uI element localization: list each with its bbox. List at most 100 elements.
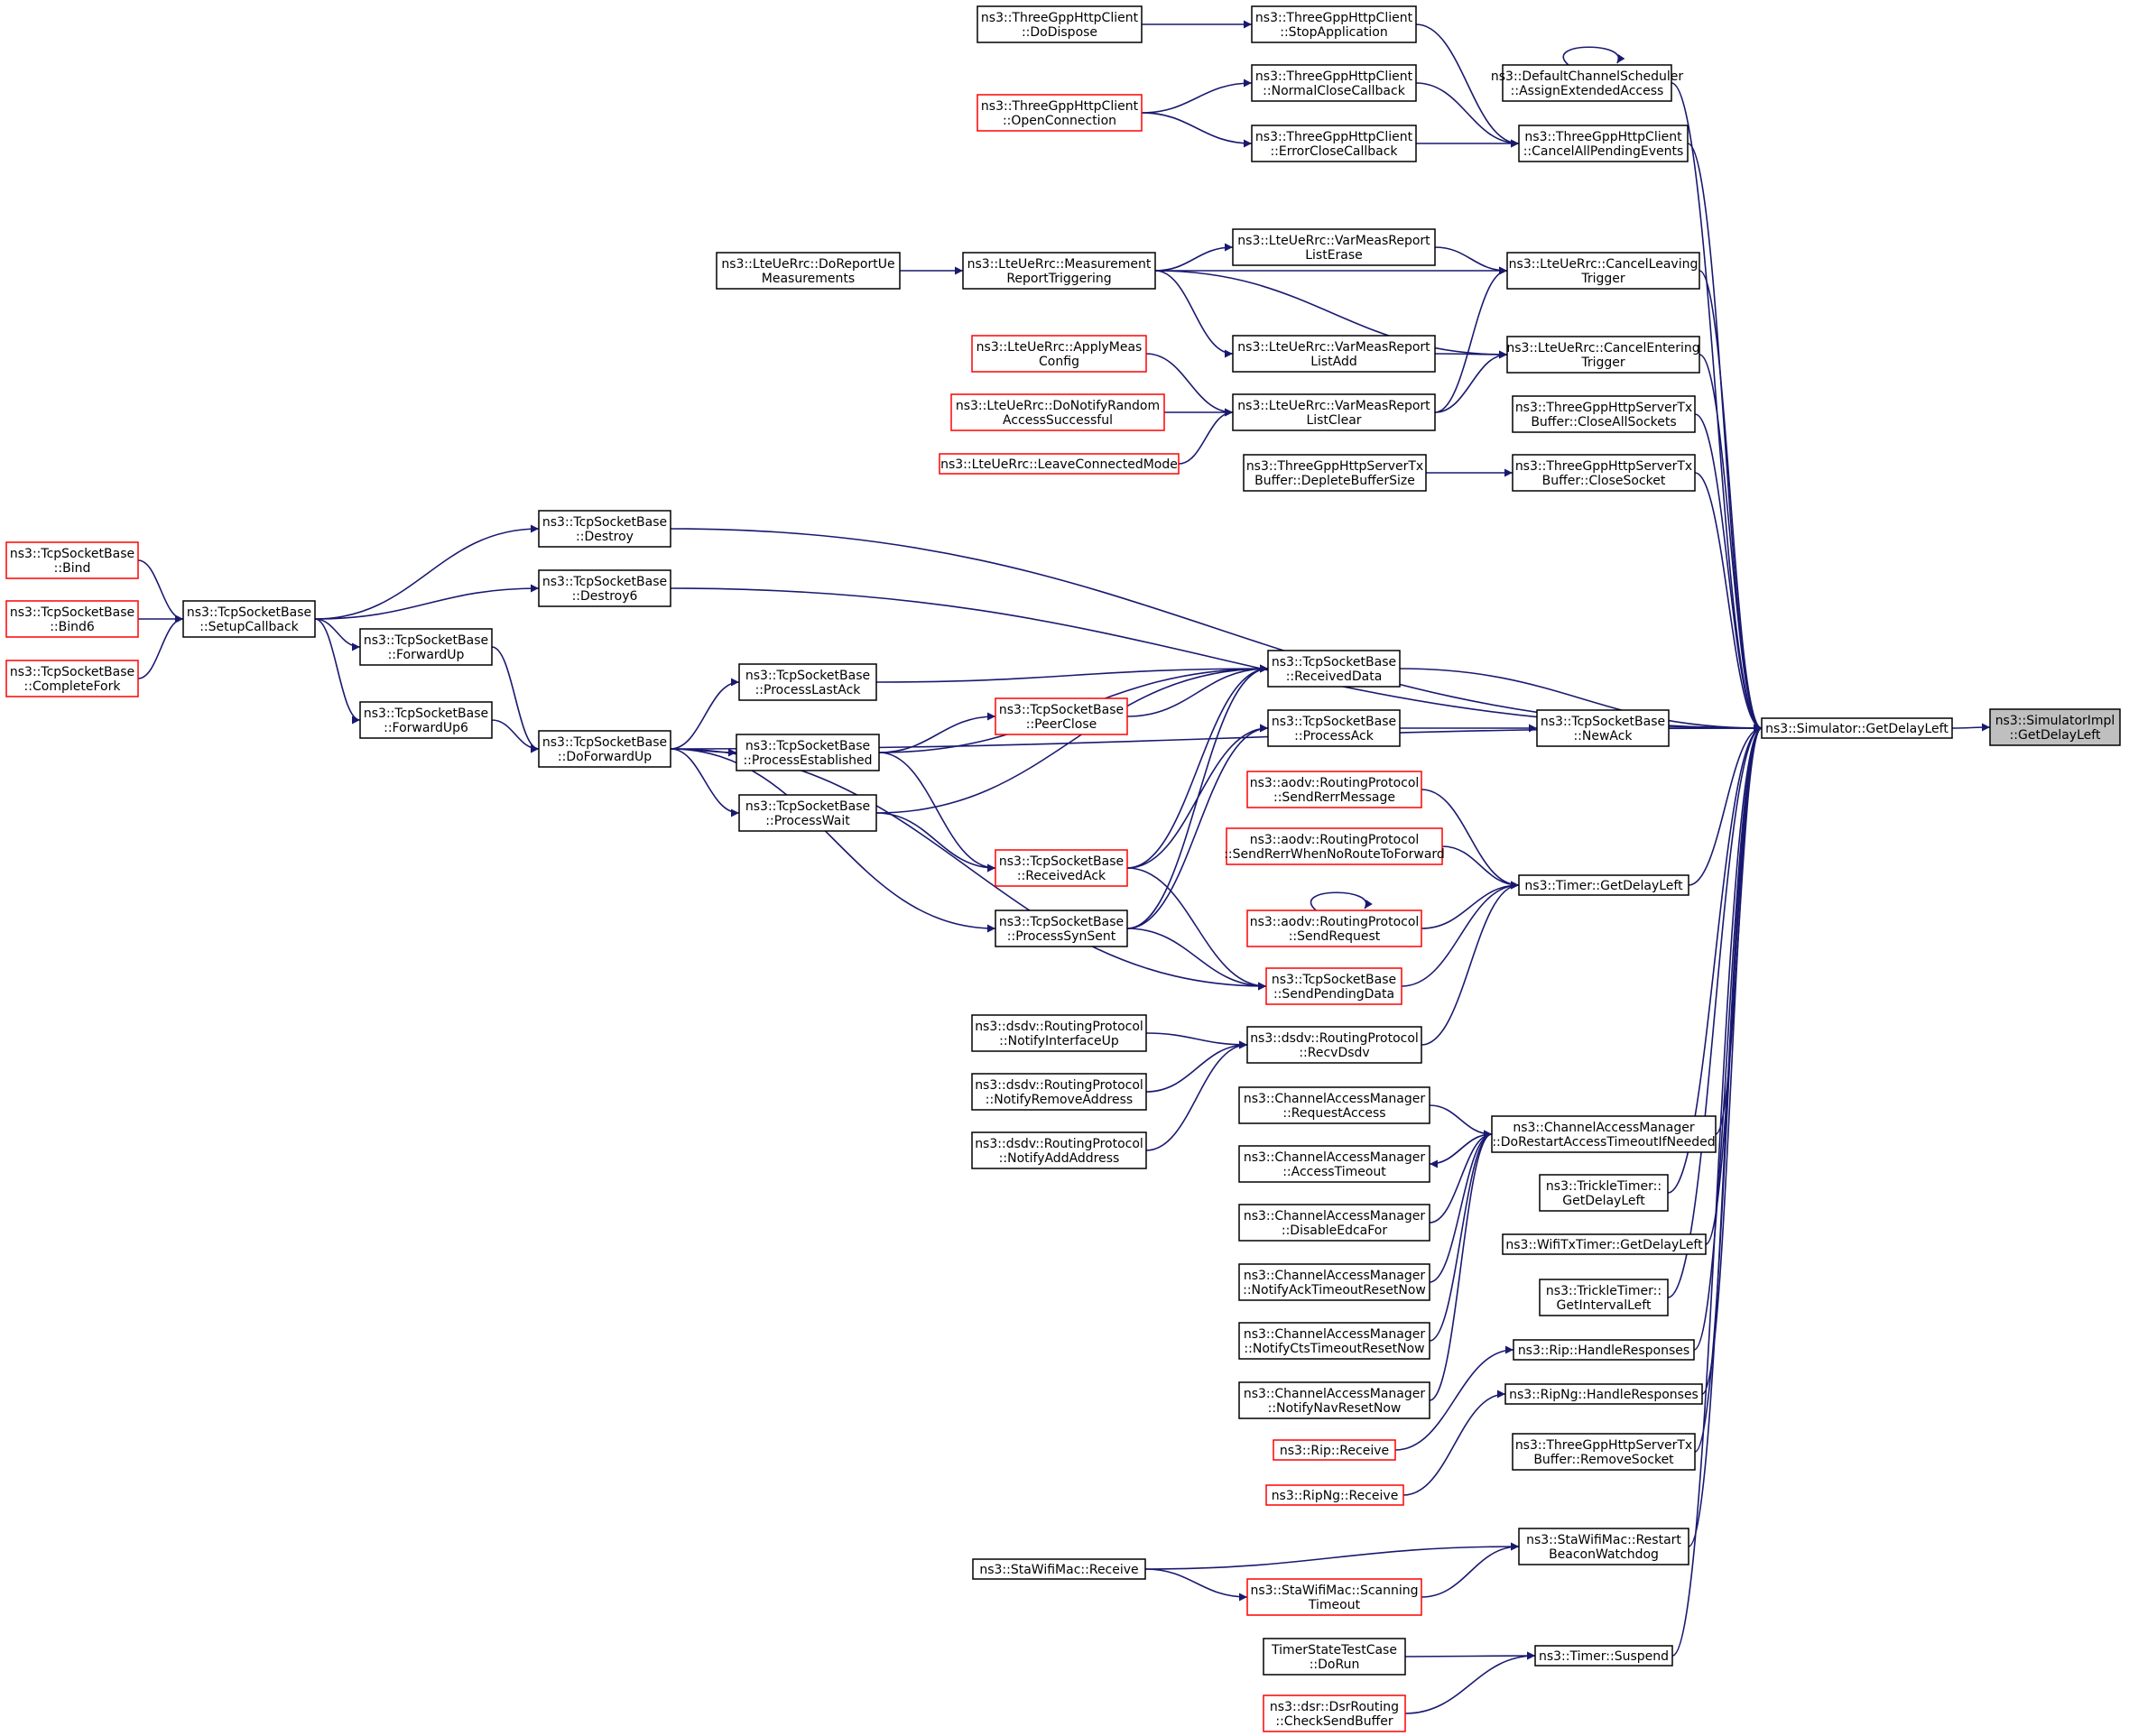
node-ns3-wifitxtimer-getdelayleft[interactable]: ns3::WifiTxTimer::GetDelayLeft [1502,1233,1707,1255]
node-ns3-threegpphttpclient-normalclosecallback[interactable]: ns3::ThreeGppHttpClient::NormalCloseCall… [1251,64,1417,102]
node-ns3-channelaccessmanager-notifyacktimeoutresetnow[interactable]: ns3::ChannelAccessManager::NotifyAckTime… [1238,1263,1430,1301]
node-ns3-tcpsocketbase-completefork[interactable]: ns3::TcpSocketBase::CompleteFork [5,660,139,697]
node-ns3-tcpsocketbase-processlastack[interactable]: ns3::TcpSocketBase::ProcessLastAck [738,663,877,701]
node-box [962,252,1156,290]
node-ns3-tcpsocketbase-forwardup[interactable]: ns3::TcpSocketBase::ForwardUp [359,628,493,666]
node-label: Buffer::DepleteBufferSize [1254,474,1415,488]
node-ns3-tcpsocketbase-processwait[interactable]: ns3::TcpSocketBase::ProcessWait [738,794,877,832]
node-ns3-tcpsocketbase-processestablished[interactable]: ns3::TcpSocketBase::ProcessEstablished [736,734,880,771]
node-ns3-timer-getdelayleft[interactable]: ns3::Timer::GetDelayLeft [1518,874,1689,896]
node-label: ::SendRerrWhenNoRouteToForward [1224,847,1445,862]
call-edge [1688,724,1763,1547]
call-edge [1145,353,1234,417]
node-ns3-channelaccessmanager-dorestartaccesstimeoutifneeded[interactable]: ns3::ChannelAccessManager::DoRestartAcce… [1491,1115,1717,1153]
node-ns3-channelaccessmanager-notifyctstimeoutresetnow[interactable]: ns3::ChannelAccessManager::NotifyCtsTime… [1238,1322,1430,1360]
node-ns3-tcpsocketbase-setupcallback[interactable]: ns3::TcpSocketBase::SetupCallback [182,600,316,638]
call-edge-path [878,752,996,873]
node-ns3-dsdv-routingprotocol-notifyaddaddress[interactable]: ns3::dsdv::RoutingProtocol::NotifyAddAdd… [971,1131,1147,1169]
node-ns3-dsdv-routingprotocol-recvdsdv[interactable]: ns3::dsdv::RoutingProtocol::RecvDsdv [1246,1026,1422,1064]
node-ns3-tcpsocketbase-peerclose[interactable]: ns3::TcpSocketBase::PeerClose [995,697,1128,735]
node-ns3-tcpsocketbase-doforwardup[interactable]: ns3::TcpSocketBase::DoForwardUp [538,730,671,768]
node-ns3-defaultchannelscheduler-assignextendedaccess[interactable]: ns3::DefaultChannelScheduler::AssignExte… [1491,64,1683,102]
node-ns3-tcpsocketbase-processack[interactable]: ns3::TcpSocketBase::ProcessAck [1267,709,1401,747]
node-ns3-dsdv-routingprotocol-notifyremoveaddress[interactable]: ns3::dsdv::RoutingProtocol::NotifyRemove… [971,1073,1147,1111]
node-ns3-channelaccessmanager-notifynavresetnow[interactable]: ns3::ChannelAccessManager::NotifyNavRese… [1238,1381,1430,1419]
node-ns3-tcpsocketbase-processsynsent[interactable]: ns3::TcpSocketBase::ProcessSynSent [995,910,1128,947]
node-ns3-threegpphttpclient-dodispose[interactable]: ns3::ThreeGppHttpClient::DoDispose [977,5,1143,43]
node-ns3-ripng-receive[interactable]: ns3::RipNg::Receive [1265,1484,1404,1506]
node-ns3-rip-handleresponses[interactable]: ns3::Rip::HandleResponses [1513,1339,1695,1361]
node-label: ns3::LteUeRrc::CancelEntering [1506,341,1699,356]
node-label: ::CheckSendBuffer [1275,1714,1393,1729]
call-edge-path [1688,724,1763,886]
node-ns3-tcpsocketbase-forwardup6[interactable]: ns3::TcpSocketBase::ForwardUp6 [359,701,493,739]
call-edge-path [1141,112,1253,148]
node-label: ns3::dsr::DsrRouting [1270,1700,1399,1714]
node-ns3-tcpsocketbase-bind[interactable]: ns3::TcpSocketBase::Bind [5,541,139,579]
node-label: ns3::TcpSocketBase [364,633,488,648]
node-ns3-threegpphttpclient-cancelallpendingevents[interactable]: ns3::ThreeGppHttpClient::CancelAllPendin… [1518,125,1689,162]
node-ns3-lteuerrc-donotifyrandomaccesssuccessful[interactable]: ns3::LteUeRrc::DoNotifyRandomAccessSucce… [950,393,1165,431]
node-ns3-threegpphttpservertxbuffer-closesocket[interactable]: ns3::ThreeGppHttpServerTxBuffer::CloseSo… [1512,454,1696,492]
node-label: ListClear [1306,413,1361,428]
node-ns3-timer-suspend[interactable]: ns3::Timer::Suspend [1534,1645,1673,1667]
node-label: ::CompleteFork [24,679,122,694]
node-ns3-trickletimer-getintervalleft[interactable]: ns3::TrickleTimer::GetIntervalLeft [1539,1279,1669,1316]
node-ns3-aodv-routingprotocol-sendrerrmessage[interactable]: ns3::aodv::RoutingProtocol::SendRerrMess… [1246,771,1422,808]
node-ns3-channelaccessmanager-requestaccess[interactable]: ns3::ChannelAccessManager::RequestAccess [1238,1086,1430,1124]
call-edge [1434,266,1508,413]
node-ns3-lteuerrc-measurementreporttriggering[interactable]: ns3::LteUeRrc::MeasurementReportTriggeri… [962,252,1156,290]
node-box [1518,125,1689,162]
call-edge-path [1434,266,1508,413]
node-ns3-dsdv-routingprotocol-notifyinterfaceup[interactable]: ns3::dsdv::RoutingProtocol::NotifyInterf… [971,1014,1147,1052]
node-ns3-tcpsocketbase-destroy[interactable]: ns3::TcpSocketBase::Destroy [538,510,671,548]
node-ns3-tcpsocketbase-newack[interactable]: ns3::TcpSocketBase::NewAck [1536,709,1670,747]
node-box [1232,228,1436,266]
node-ns3-threegpphttpclient-errorclosecallback[interactable]: ns3::ThreeGppHttpClient::ErrorCloseCallb… [1251,125,1417,162]
node-ns3-stawifimac-receive[interactable]: ns3::StaWifiMac::Receive [972,1558,1146,1580]
node-ns3-threegpphttpclient-openconnection[interactable]: ns3::ThreeGppHttpClient::OpenConnection [977,94,1143,132]
node-timerstatetestcase-dorun[interactable]: TimerStateTestCase::DoRun [1263,1638,1406,1676]
node-ns3-aodv-routingprotocol-sendrequest[interactable]: ns3::aodv::RoutingProtocol::SendRequest [1246,910,1422,947]
call-edge-path [491,646,540,753]
node-ns3-trickletimer-getdelayleft[interactable]: ns3::TrickleTimer::GetDelayLeft [1539,1174,1669,1212]
node-ns3-simulatorimpl-getdelayleft[interactable]: ns3::SimulatorImpl::GetDelayLeft [1989,708,2121,746]
node-ns3-tcpsocketbase-receivedack[interactable]: ns3::TcpSocketBase::ReceivedAck [995,849,1128,887]
node-ns3-channelaccessmanager-disableedcafor[interactable]: ns3::ChannelAccessManager::DisableEdcaFo… [1238,1204,1430,1242]
node-ns3-threegpphttpclient-stopapplication[interactable]: ns3::ThreeGppHttpClient::StopApplication [1251,5,1417,43]
node-ns3-tcpsocketbase-bind6[interactable]: ns3::TcpSocketBase::Bind6 [5,600,139,638]
node-ns3-tcpsocketbase-sendpendingdata[interactable]: ns3::TcpSocketBase::SendPendingData [1265,967,1402,1005]
node-box [1267,709,1401,747]
node-ns3-threegpphttpservertxbuffer-depletebuffersize[interactable]: ns3::ThreeGppHttpServerTxBuffer::Deplete… [1243,454,1427,492]
node-box [1238,1381,1430,1419]
node-ns3-tcpsocketbase-receiveddata[interactable]: ns3::TcpSocketBase::ReceivedData [1267,650,1401,688]
node-ns3-tcpsocketbase-destroy6[interactable]: ns3::TcpSocketBase::Destroy6 [538,569,671,607]
node-ns3-threegpphttpservertxbuffer-removesocket[interactable]: ns3::ThreeGppHttpServerTxBuffer::RemoveS… [1512,1433,1696,1471]
node-box [971,1131,1147,1169]
node-box [1534,1645,1673,1667]
node-label: ns3::ChannelAccessManager [1244,1150,1426,1165]
node-ns3-dsr-dsrrouting-checksendbuffer[interactable]: ns3::dsr::DsrRouting::CheckSendBuffer [1263,1694,1406,1732]
node-ns3-ripng-handleresponses[interactable]: ns3::RipNg::HandleResponses [1504,1383,1703,1405]
node-label: ::PeerClose [1026,717,1097,732]
node-label: ns3::LteUeRrc::Measurement [967,257,1152,272]
node-label: ::DoDispose [1022,25,1097,40]
node-label: ns3::dsdv::RoutingProtocol [975,1137,1143,1151]
node-ns3-aodv-routingprotocol-sendrerrwhennoroutetoforward[interactable]: ns3::aodv::RoutingProtocol::SendRerrWhen… [1224,827,1445,865]
node-ns3-rip-receive[interactable]: ns3::Rip::Receive [1273,1439,1396,1461]
call-edge [1144,1568,1248,1602]
node-ns3-simulator-getdelayleft[interactable]: ns3::Simulator::GetDelayLeft [1761,717,1953,739]
call-edge [1154,270,1234,358]
node-ns3-lteuerrc-leaveconnectedmode[interactable]: ns3::LteUeRrc::LeaveConnectedMode [939,453,1180,475]
node-ns3-channelaccessmanager-accesstimeout[interactable]: ns3::ChannelAccessManager::AccessTimeout [1238,1145,1430,1183]
node-ns3-threegpphttpservertxbuffer-closeallsockets[interactable]: ns3::ThreeGppHttpServerTxBuffer::CloseAl… [1512,395,1696,433]
